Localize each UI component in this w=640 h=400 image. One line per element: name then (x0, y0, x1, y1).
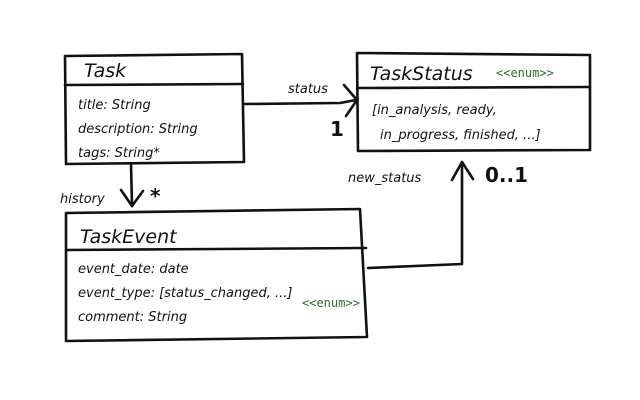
multiplicity-history: * (150, 184, 161, 208)
class-task-status-name: TaskStatus (370, 63, 473, 85)
association-event-new-status (366, 160, 475, 270)
arrowhead-history (119, 188, 145, 208)
arrowhead-new-status (450, 160, 475, 182)
role-label-status: status (288, 82, 328, 97)
class-task-event-enum-stereotype: <<enum>> (302, 296, 360, 310)
class-task-event[interactable]: TaskEvent event_date: date event_type: [… (64, 207, 369, 343)
multiplicity-status: 1 (330, 117, 344, 141)
association-line-history (129, 161, 134, 208)
association-line-new-status (366, 164, 464, 270)
class-task-status-border (355, 51, 592, 153)
class-task-event-attribute: event_type: [status_changed, ...] (78, 286, 292, 301)
class-task-status[interactable]: TaskStatus <<enum>> [in_analysis, ready,… (355, 51, 592, 153)
class-task-status-values: [in_analysis, ready, (372, 103, 497, 118)
class-task-status-divider (355, 85, 592, 90)
role-label-history: history (60, 192, 105, 207)
class-task-divider (63, 82, 245, 87)
class-task-event-name: TaskEvent (80, 226, 178, 248)
class-task-attribute: title: String (78, 98, 151, 113)
class-task[interactable]: Task title: String description: String t… (63, 52, 246, 166)
role-label-new-status: new_status (348, 171, 422, 186)
class-task-attribute: description: String (78, 122, 198, 137)
class-task-event-border (64, 207, 369, 343)
multiplicity-new-status: 0..1 (485, 163, 528, 187)
class-task-event-divider (64, 246, 368, 252)
class-task-event-attribute: comment: String (78, 310, 187, 325)
association-task-history (119, 161, 145, 208)
association-line-status (242, 98, 358, 106)
class-task-attribute: tags: String* (78, 146, 160, 161)
class-task-event-attribute: event_date: date (78, 262, 189, 277)
class-task-status-values: in_progress, finished, ...] (380, 128, 541, 143)
class-task-status-stereotype: <<enum>> (496, 66, 554, 80)
class-task-border (63, 52, 246, 166)
class-task-name: Task (84, 60, 127, 82)
